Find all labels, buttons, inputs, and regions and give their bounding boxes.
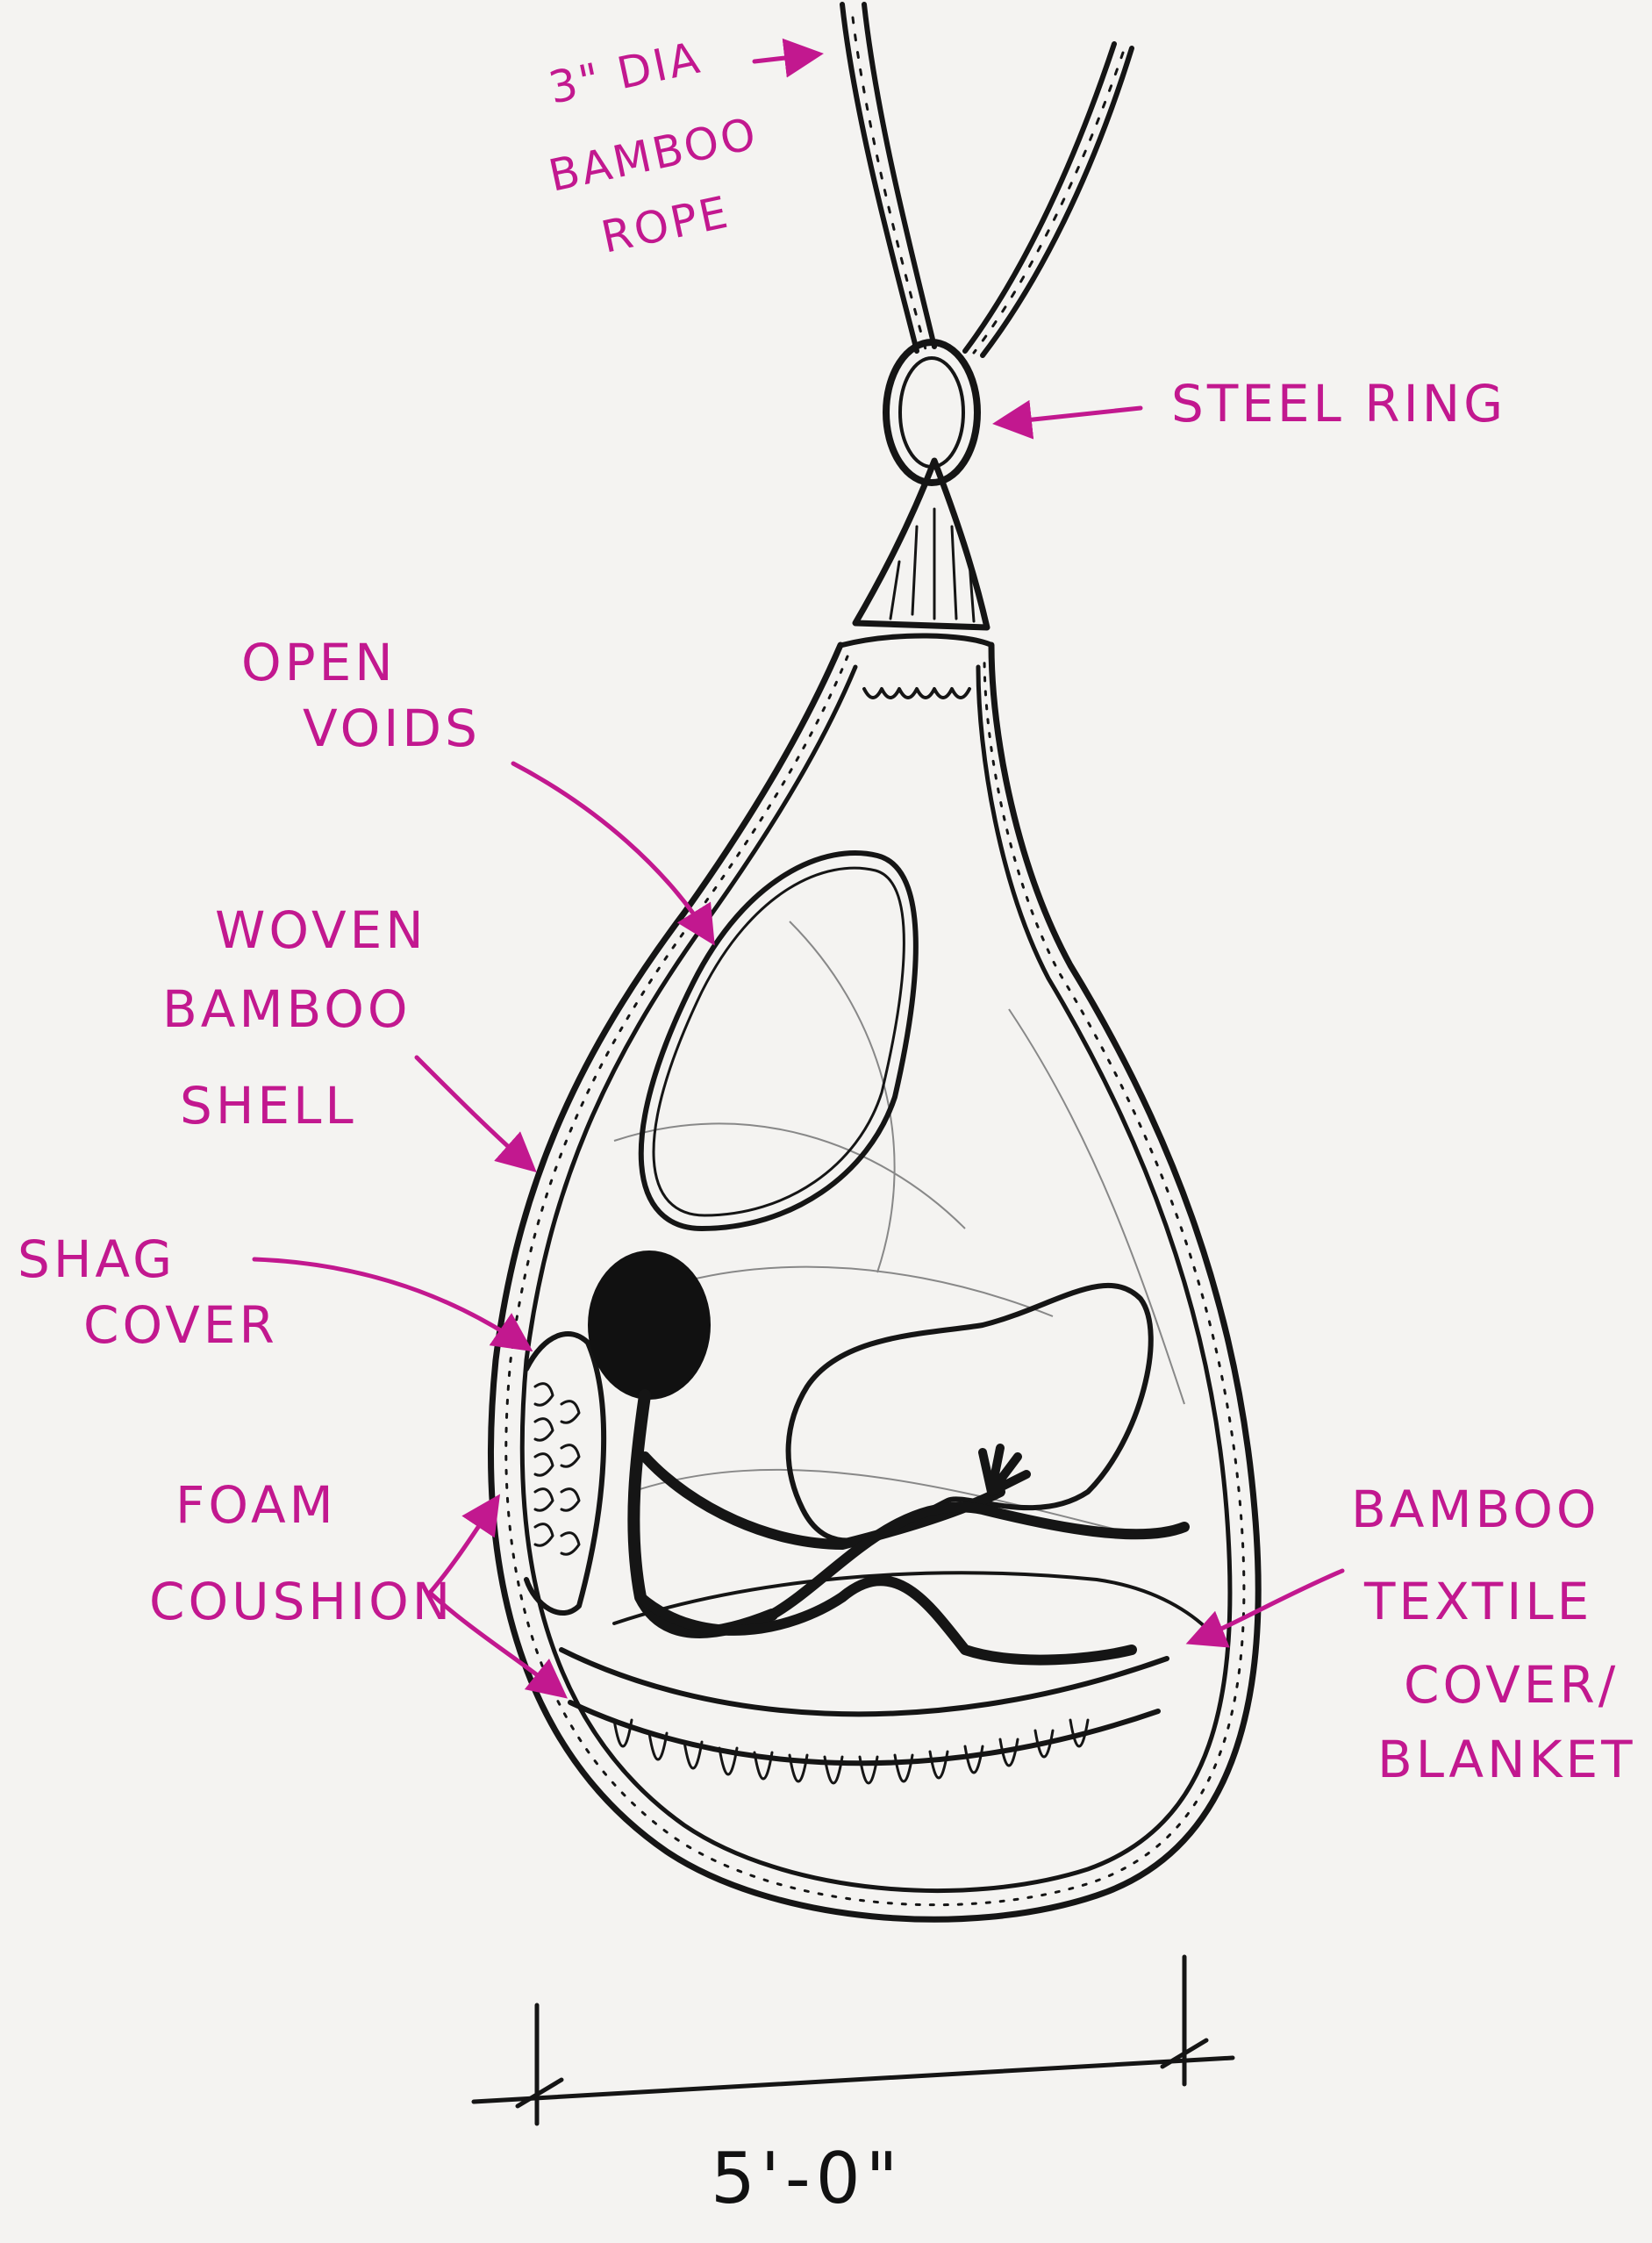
textile-cover-label-line4: BLANKET xyxy=(1377,1730,1636,1789)
open-voids-label-line1: OPEN xyxy=(241,633,397,692)
rope-label-line2: BAMBOO xyxy=(544,108,762,202)
rope-arrow xyxy=(752,38,824,78)
rope-label-line1: 3" DIA xyxy=(544,32,705,113)
open-voids-label-line2: VOIDS xyxy=(303,699,481,758)
bamboo-rope xyxy=(840,2,1134,358)
woven-bamboo-shell xyxy=(488,641,1262,1923)
width-dimension xyxy=(471,1954,1235,2126)
shell-label-line3: SHELL xyxy=(180,1076,357,1136)
pod-cap xyxy=(840,457,994,699)
foam-cushion xyxy=(559,1647,1169,1785)
textile-cover-label-line2: TEXTILE xyxy=(1363,1572,1592,1631)
steel-ring-arrow xyxy=(992,399,1143,440)
shag-cover-label-line2: COVER xyxy=(83,1295,278,1355)
shell-label-line1: WOVEN xyxy=(215,900,427,960)
shag-cover-arrow xyxy=(252,1257,533,1352)
seated-person-figure xyxy=(588,1250,1190,1666)
foam-cushion-arrows xyxy=(427,1494,500,1595)
lower-open-void xyxy=(785,1282,1154,1544)
textile-cover-label-line3: COVER/ xyxy=(1404,1655,1619,1715)
width-dimension-label: 5'-0" xyxy=(711,2138,903,2219)
upper-open-void xyxy=(638,850,919,1231)
bamboo-textile-cover xyxy=(612,1571,1212,1634)
foam-cushion-label-line1: FOAM xyxy=(175,1475,337,1535)
shag-cover xyxy=(524,1331,607,1616)
shag-cover-label-line1: SHAG xyxy=(18,1229,175,1289)
textile-cover-label-line1: BAMBOO xyxy=(1351,1480,1600,1539)
open-voids-arrow xyxy=(511,761,715,946)
shell-label-line2: BAMBOO xyxy=(162,979,411,1039)
steel-ring-label: STEEL RING xyxy=(1171,374,1506,434)
steel-ring xyxy=(883,339,981,486)
rope-label-line3: ROPE xyxy=(597,186,734,262)
shell-arrow xyxy=(414,1055,537,1172)
foam-cushion-label-line2: COUSHION xyxy=(149,1572,454,1631)
textile-cover-arrow xyxy=(1185,1568,1345,1648)
